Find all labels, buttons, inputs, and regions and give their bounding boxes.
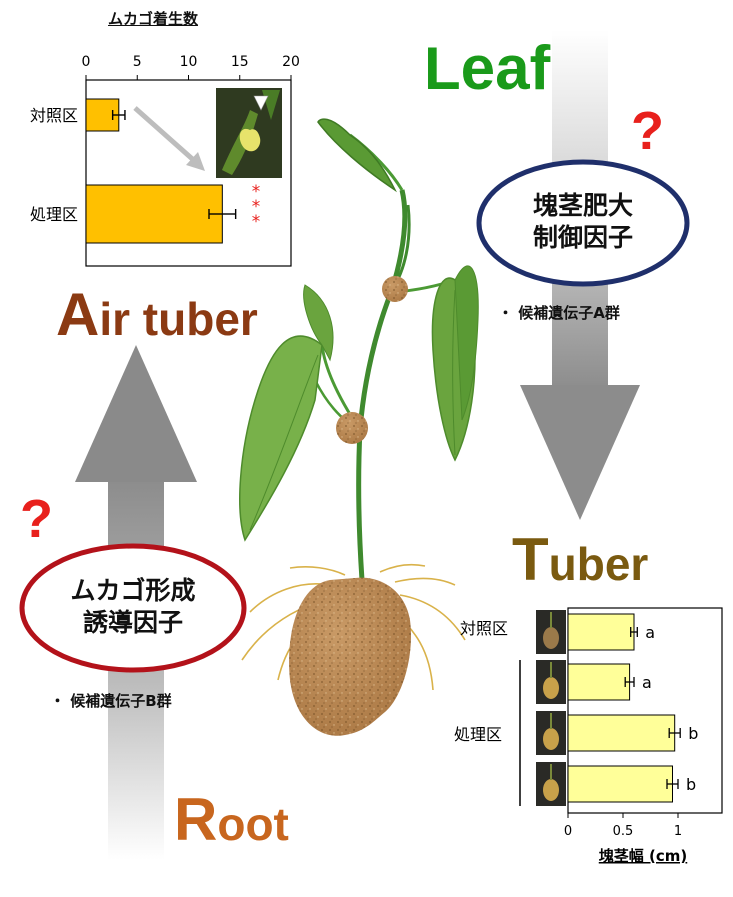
factor-ellipse-top <box>476 159 690 287</box>
factor-ellipse-bottom <box>19 543 247 673</box>
tuber-text: Tuber <box>512 526 649 593</box>
candidate-genes-b: ・ 候補遺伝子B群 <box>50 692 172 710</box>
chart2-photo-thumb <box>536 660 566 704</box>
chart1-significance: * <box>252 197 261 217</box>
chart2-group-label: 処理区 <box>454 725 502 744</box>
inset-bulbil <box>239 128 261 152</box>
bulbil-factor-label: ムカゴ形成 誘導因子 <box>28 575 238 639</box>
air-tuber-text: Air tuber <box>56 281 258 348</box>
chart1-inset-photo <box>216 88 282 178</box>
root-text: Root <box>174 786 289 853</box>
tuber-label: Tuber <box>512 530 648 590</box>
arrowhead-marker <box>253 95 269 111</box>
thumb-tuber <box>543 627 559 649</box>
chart1-tick-label: 20 <box>282 54 300 70</box>
chart2-bar <box>567 765 673 803</box>
chart1-pointer-arrow <box>133 106 200 166</box>
chart1-tick-label: 0 <box>82 54 91 70</box>
chart1-tick-label: 10 <box>180 54 198 70</box>
leaf-label: Leaf <box>424 38 550 100</box>
chart2-letter: a <box>642 673 652 692</box>
yam-plant-illustration <box>239 118 479 736</box>
root-label: Root <box>174 790 289 850</box>
chart2-tick-label: 0 <box>564 824 572 839</box>
chart2-tick-label: 0.5 <box>613 824 634 839</box>
chart2-bar <box>567 613 635 651</box>
chart1-bar <box>85 184 223 244</box>
chart2-xlabel: 塊茎幅 (cm) <box>599 847 687 865</box>
chart2-photo-thumb <box>536 711 566 755</box>
question-mark-bottom: ? <box>20 489 53 549</box>
chart1-tick-label: 15 <box>231 54 249 70</box>
chart2-bar <box>567 714 676 752</box>
air-tuber-label: Air tuber <box>56 285 258 345</box>
chart2-bar <box>567 663 631 701</box>
chart1-pointer-arrowhead <box>186 152 205 171</box>
chart2-letter: b <box>688 724 698 743</box>
chart2-photo-thumb <box>536 762 566 806</box>
tuber-factor-label: 塊茎肥大 制御因子 <box>483 190 683 254</box>
chart1-category-label: 処理区 <box>30 205 78 224</box>
thumb-tuber <box>543 728 559 750</box>
chart1-category-label: 対照区 <box>30 106 78 125</box>
chart2-tick-label: 1 <box>674 824 682 839</box>
inset-stem <box>222 110 258 175</box>
candidate-genes-a: ・ 候補遺伝子A群 <box>498 304 620 322</box>
chart1-title: ムカゴ着生数 <box>108 10 199 28</box>
tuber-factor-line2: 制御因子 <box>532 223 633 252</box>
bulbil-factor-line2: 誘導因子 <box>82 608 183 637</box>
chart2-photo-thumb <box>536 610 566 654</box>
chart1-tick-label: 5 <box>133 54 142 70</box>
chart1-significance: * <box>252 182 261 202</box>
thumb-tuber <box>543 677 559 699</box>
bulbil-factor-line1: ムカゴ形成 <box>70 576 196 605</box>
question-mark-top: ? <box>631 101 664 161</box>
leaf-text: Leaf <box>424 34 551 103</box>
tuber-factor-line1: 塊茎肥大 <box>532 191 633 220</box>
chart2-group-label: 対照区 <box>460 619 508 638</box>
thumb-tuber <box>543 779 559 801</box>
chart1-significance: * <box>252 212 261 232</box>
chart2-letter: a <box>645 623 655 642</box>
chart2-letter: b <box>686 775 696 794</box>
